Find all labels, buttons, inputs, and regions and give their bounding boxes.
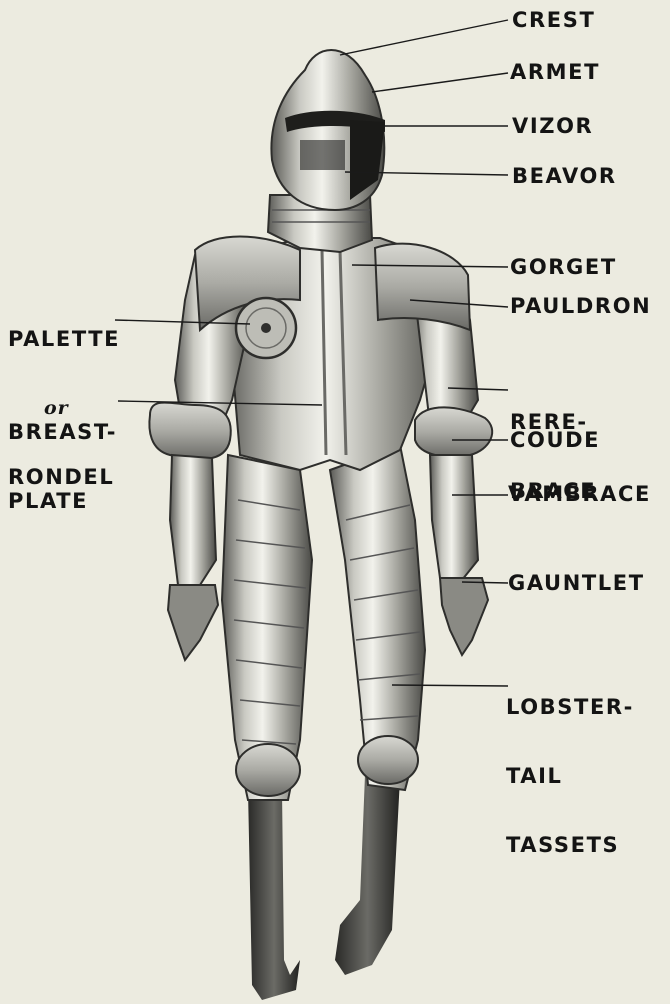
label-breastplate-line2: PLATE xyxy=(8,490,117,513)
label-palette-line1: PALETTE xyxy=(8,328,120,351)
label-vizor: VIZOR xyxy=(512,115,593,138)
label-tassets-line1: LOBSTER- xyxy=(506,696,634,719)
label-coude: COUDE xyxy=(510,429,600,452)
pauldron-right xyxy=(375,244,470,330)
label-tassets-line3: TASSETS xyxy=(506,834,634,857)
tasset-left xyxy=(222,455,312,800)
label-gorget: GORGET xyxy=(510,256,617,279)
label-tassets-line2: TAIL xyxy=(506,765,634,788)
label-breastplate: BREAST- PLATE xyxy=(8,375,117,536)
label-armet: ARMET xyxy=(510,61,600,84)
lower-leg-left xyxy=(248,790,300,1000)
rondel-disc xyxy=(236,298,296,358)
label-lobster-tail-tassets: LOBSTER- TAIL TASSETS xyxy=(506,650,634,880)
label-crest: CREST xyxy=(512,9,595,32)
label-pauldron: PAULDRON xyxy=(510,295,651,318)
label-breastplate-line1: BREAST- xyxy=(8,421,117,444)
label-gauntlet: GAUNTLET xyxy=(508,572,645,595)
tasset-right xyxy=(330,445,425,790)
helmet-armet xyxy=(271,50,385,210)
label-vambrace: VAMBRACE xyxy=(508,483,651,506)
lower-leg-right xyxy=(335,775,400,975)
label-beavor: BEAVOR xyxy=(512,165,617,188)
